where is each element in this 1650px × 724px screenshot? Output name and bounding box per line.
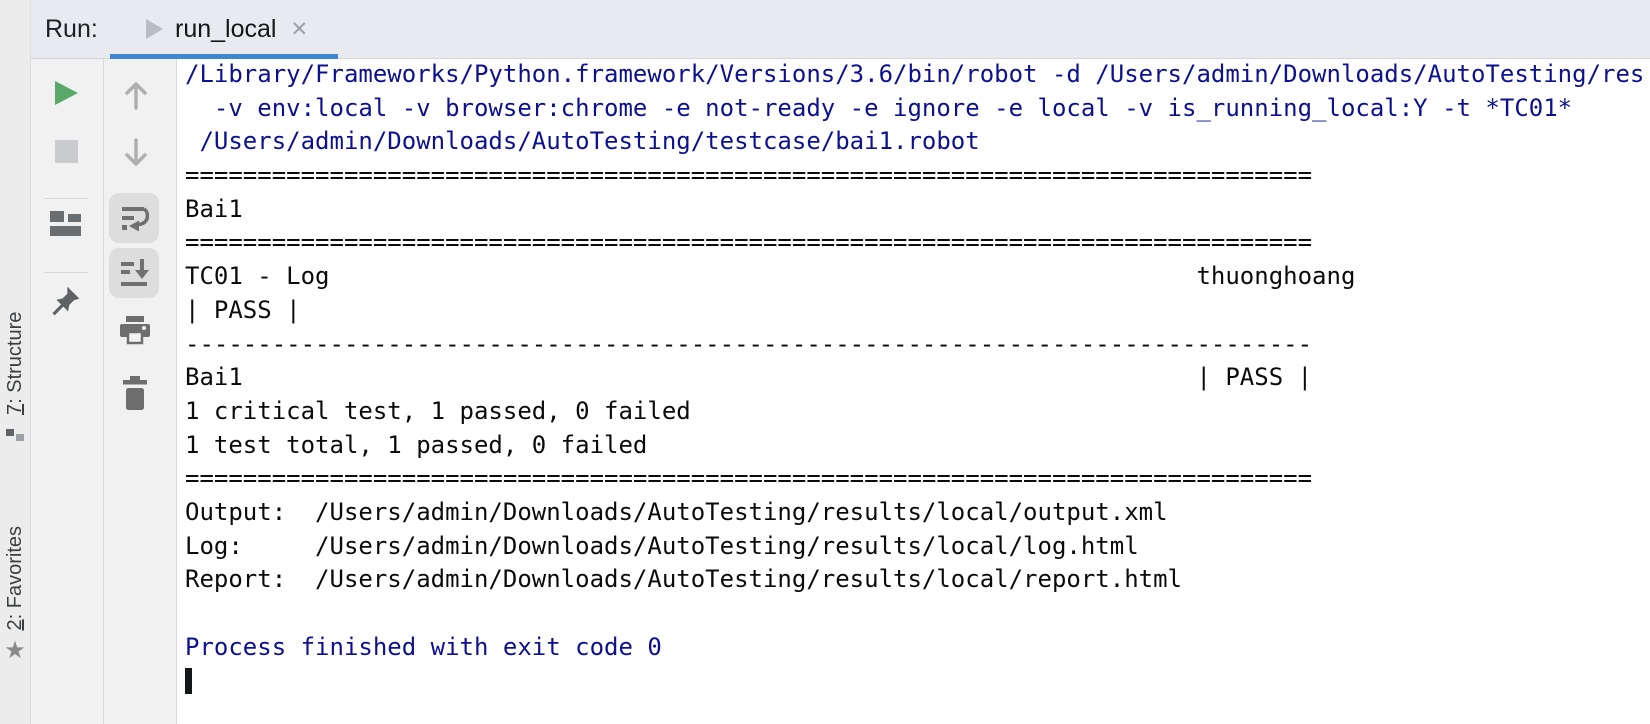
toolbar-divider [44,198,88,199]
close-icon[interactable]: ✕ [290,17,309,41]
pin-tab-button[interactable] [50,284,82,316]
console-line: ----------------------------------------… [185,329,1313,358]
console-caret-line [185,664,1650,698]
tab-label: run_local [175,14,277,43]
restore-layout-button[interactable] [50,211,82,237]
console-line: Log: /Users/admin/Downloads/AutoTesting/… [185,531,1139,560]
console-line: Report: /Users/admin/Downloads/AutoTesti… [185,565,1182,594]
tab-run-local[interactable]: run_local ✕ [110,0,338,59]
console-line [185,597,1650,631]
structure-label: 7: Structure [3,311,26,415]
console-line: Bai1 [185,194,243,223]
text-caret [185,668,192,695]
favorites-star-icon: ★ [4,637,26,665]
structure-icon [5,425,25,445]
toolbar-divider [44,272,88,273]
run-toolbar [30,58,104,724]
sidebar-item-structure[interactable]: 7: Structure [0,255,30,445]
favorites-label: 2: Favorites [3,526,26,631]
console-line: ========================================… [185,161,1313,190]
sidebar-item-favorites[interactable]: ★ 2: Favorites [0,480,30,665]
run-config-icon [144,18,164,40]
print-button[interactable] [118,314,152,346]
console-line: ========================================… [185,464,1313,493]
console-line: ========================================… [185,228,1313,257]
down-arrow-button[interactable] [123,137,149,169]
console-line: -v env:local -v browser:chrome -e not-re… [185,93,1573,122]
stop-button[interactable] [55,140,78,163]
console-line: Output: /Users/admin/Downloads/AutoTesti… [185,497,1168,526]
console-line: TC01 - Log thuonghoang [185,262,1356,291]
scroll-to-end-toggle[interactable] [109,248,159,298]
console-line: 1 critical test, 1 passed, 0 failed [185,396,691,425]
console-output[interactable]: /Library/Frameworks/Python.framework/Ver… [177,58,1650,724]
soft-wrap-toggle[interactable] [109,193,159,243]
console-line: Bai1 | PASS | [185,363,1313,392]
console-line: Process finished with exit code 0 [185,632,662,661]
console-line: /Users/admin/Downloads/AutoTesting/testc… [185,127,980,156]
up-arrow-button[interactable] [123,79,149,111]
console-line: 1 test total, 1 passed, 0 failed [185,430,648,459]
console-line: | PASS | [185,295,301,324]
console-toolbar [104,58,177,724]
rerun-button[interactable] [53,80,79,106]
tool-window-stripe: 7: Structure ★ 2: Favorites [0,0,31,724]
run-window-title: Run: [45,15,98,43]
run-tool-window-header: Run: run_local ✕ [30,0,1650,59]
clear-all-button[interactable] [121,376,149,412]
console-line: /Library/Frameworks/Python.framework/Ver… [185,60,1645,88]
tab-active-underline [110,54,338,59]
